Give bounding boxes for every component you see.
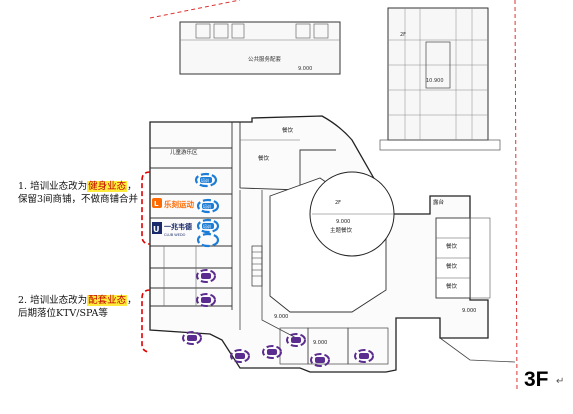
training-badge-blue: 培训 — [196, 218, 220, 234]
return-mark-icon: ↵ — [556, 376, 565, 387]
training-badge-purple — [196, 269, 216, 283]
svg-text:U: U — [153, 225, 160, 234]
training-badge-blue: 培训 — [196, 198, 220, 214]
svg-text:培训: 培训 — [203, 223, 211, 229]
theme-dining-label: 主题餐饮 — [330, 226, 353, 234]
public-service-label: 公共服务配套 — [248, 55, 282, 63]
elevation-label: 9.000 — [274, 314, 288, 320]
training-badge-purple — [230, 349, 250, 363]
elevation-label: 9.000 — [462, 308, 476, 314]
note-text: 保留3间商铺，不做商铺合并 — [18, 194, 139, 205]
elevation-label: 9.000 — [313, 340, 327, 346]
main-building — [149, 115, 516, 373]
annotation-note-2: 2. 培训业态改为配套业态， 后期落位KTV/SPA等 — [18, 294, 137, 320]
svg-text:L: L — [154, 200, 159, 208]
training-badge-purple — [354, 349, 374, 363]
dining-label: 餐饮 — [446, 242, 458, 250]
svg-text:CLUB WEDO: CLUB WEDO — [164, 233, 186, 237]
annotation-note-1: 1. 培训业态改为健身业态， 保留3间商铺，不做商铺合并 — [18, 180, 138, 206]
lecoo-brand-logo: L 乐刻运动 — [152, 198, 194, 209]
elevation-label: 9.000 — [336, 219, 350, 225]
dining-label: 餐饮 — [258, 154, 270, 162]
note-highlight: 配套业态 — [87, 295, 128, 306]
terrace-label: 露台 — [433, 198, 445, 206]
floor-label: 3F — [524, 368, 549, 391]
training-badge-blue: 培训 — [194, 172, 218, 188]
note-text: ， — [127, 181, 137, 192]
training-badge-purple — [310, 353, 330, 367]
note-text: 2. 培训业态改为 — [18, 295, 88, 306]
note-bracket-2 — [141, 289, 151, 353]
svg-text:一兆韦德: 一兆韦德 — [164, 222, 192, 231]
note-text: ， — [127, 295, 137, 306]
svg-text:乐刻运动: 乐刻运动 — [164, 199, 194, 209]
training-badge-purple — [286, 333, 306, 347]
note-text: 1. 培训业态改为 — [18, 181, 88, 192]
yizhao-brand-logo: U 一兆韦德 CLUB WEDO — [152, 222, 192, 237]
atrium-label: 2F — [335, 200, 341, 206]
tower-floor-label: 2F — [400, 32, 406, 38]
training-badge-purple — [182, 331, 202, 345]
training-badge-purple — [262, 345, 282, 359]
svg-text:培训: 培训 — [203, 203, 211, 209]
note-bracket-1 — [141, 171, 151, 245]
dining-label: 餐饮 — [446, 262, 458, 270]
public-service-block: 公共服务配套 9.000 — [179, 21, 341, 75]
tower-block: 2F 10.900 — [379, 7, 501, 151]
training-badge-purple — [196, 293, 216, 307]
kids-area-label: 儿童游乐区 — [170, 148, 198, 156]
dining-label: 餐饮 — [282, 126, 294, 134]
elevation-label: 9.000 — [298, 66, 312, 72]
note-highlight: 健身业态 — [87, 181, 128, 192]
svg-text:培训: 培训 — [201, 177, 209, 183]
note-text: 后期落位KTV/SPA等 — [18, 308, 108, 319]
training-badge-blue — [196, 232, 220, 248]
dining-label: 餐饮 — [446, 282, 458, 290]
elevation-label: 10.900 — [426, 78, 444, 84]
